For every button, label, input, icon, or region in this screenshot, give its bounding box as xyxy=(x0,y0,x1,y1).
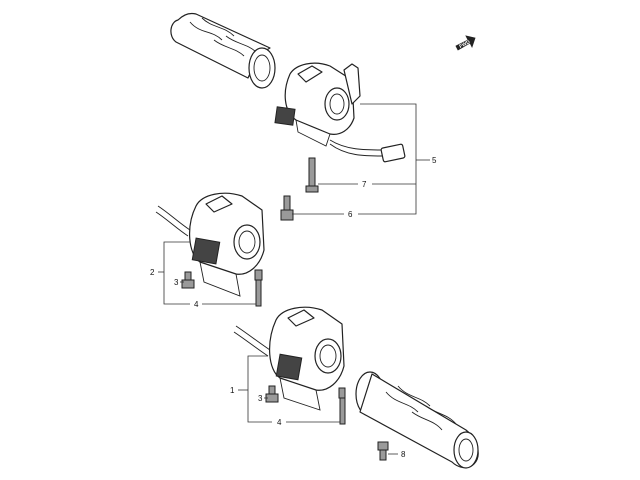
callout-3-middle: 3 xyxy=(174,278,179,287)
screw-8 xyxy=(377,441,389,461)
callout-4-lower: 4 xyxy=(277,418,282,427)
callouts: 5 7 6 2 3 4 1 3 4 8 xyxy=(150,156,437,459)
right-switch-assembly xyxy=(274,62,406,163)
forward-arrow-icon: FWD xyxy=(455,35,476,51)
screw-6 xyxy=(280,195,294,221)
screw-3-middle xyxy=(181,271,195,289)
callout-2: 2 xyxy=(150,268,155,277)
leader-lines xyxy=(158,103,430,455)
callout-7: 7 xyxy=(362,180,367,189)
screw-4-middle xyxy=(254,269,263,307)
screw-4-lower xyxy=(338,387,346,425)
lower-switch-assembly xyxy=(233,306,345,411)
forward-label: FWD xyxy=(458,39,471,50)
callout-1: 1 xyxy=(230,386,235,395)
callout-4-middle: 4 xyxy=(194,300,199,309)
callout-3-lower: 3 xyxy=(258,394,263,403)
callout-6: 6 xyxy=(348,210,353,219)
bottom-grip xyxy=(355,371,479,469)
screw-3-lower xyxy=(265,385,279,403)
screw-7 xyxy=(305,157,319,193)
callout-8: 8 xyxy=(401,450,406,459)
middle-switch-housing xyxy=(155,192,265,297)
top-grip xyxy=(170,12,276,89)
callout-5: 5 xyxy=(432,156,437,165)
